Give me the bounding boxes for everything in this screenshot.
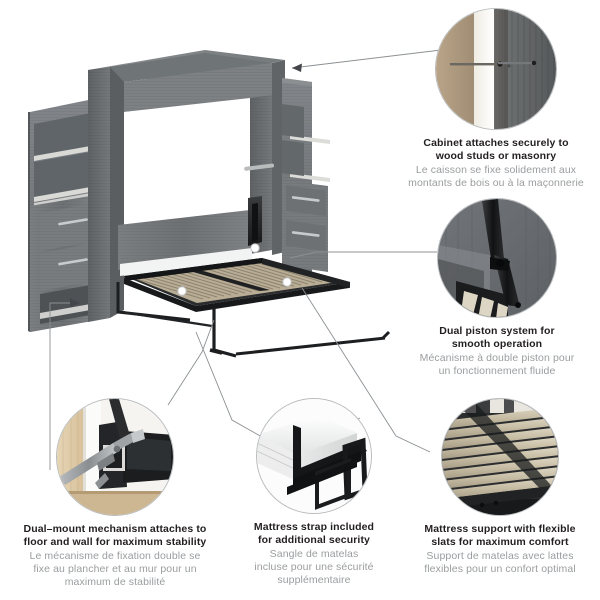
dual-mount-floor-wall-bracket-photo (56, 398, 174, 516)
callout-dual-piston-en: Dual piston system for smooth operation (439, 325, 555, 350)
cabinet-wall-stud-attachment-photo (435, 8, 557, 130)
right-storage-cabinet (282, 78, 330, 278)
connector-dot-piston (250, 243, 260, 253)
callout-dual-mount-fr: Le mécanisme de fixation double se fixe … (29, 550, 201, 588)
connector-dot-dual-mount (177, 286, 187, 296)
bed-frame-cabinet (88, 50, 285, 322)
dual-piston-mechanism-photo (437, 198, 557, 318)
callout-wall-attachment: Cabinet attaches securely to wood studs … (398, 8, 594, 190)
callout-wall-attachment-en: Cabinet attaches securely to wood studs … (423, 137, 569, 162)
callout-dual-mount: Dual–mount mechanism attaches to floor a… (6, 398, 224, 589)
callout-mattress-strap-en: Mattress strap included for additional s… (253, 521, 375, 546)
bed-frame-crossbar (121, 310, 213, 328)
callout-slat-support-en: Mattress support with flexible slats for… (424, 523, 576, 548)
connector-dot-slats (282, 277, 292, 287)
product-illustration-murphy-bed (0, 20, 400, 390)
flexible-wood-slats-photo (441, 398, 559, 516)
callout-dual-piston-fr: Mécanisme à double piston pour un foncti… (419, 352, 575, 377)
callout-dual-piston: Dual piston system for smooth operation … (402, 198, 592, 378)
callout-slat-support-fr: Support de matelas avec lattes flexibles… (424, 550, 576, 575)
callout-mattress-strap-fr: Sangle de matelas incluse pour une sécur… (254, 548, 374, 586)
callout-wall-attachment-fr: Le caisson se fixe solidement aux montan… (408, 164, 584, 189)
callout-dual-mount-en: Dual–mount mechanism attaches to floor a… (23, 523, 207, 548)
callout-slat-support: Mattress support with flexible slats for… (404, 398, 596, 576)
callout-mattress-strap: Mattress strap included for additional s… (228, 398, 400, 587)
murphy-bed-drawing (28, 50, 391, 358)
mattress-strap-photo (256, 398, 372, 514)
